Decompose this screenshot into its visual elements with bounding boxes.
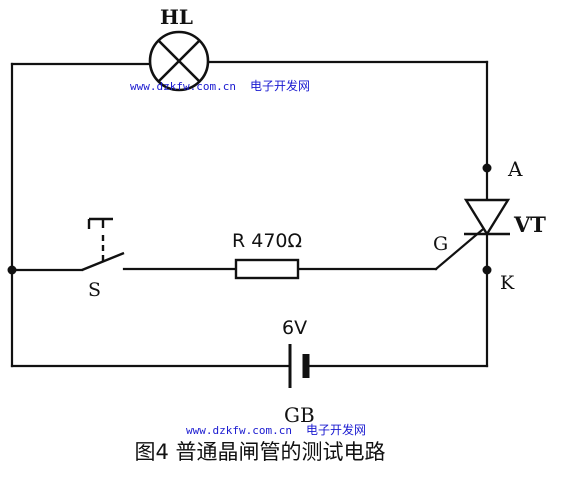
watermark-bottom-cn: 电子开发网: [306, 422, 366, 437]
gate-label: G: [433, 233, 448, 255]
thyristor-label: VT: [513, 212, 546, 237]
push-switch-icon: [81, 217, 125, 272]
gate-lead: [434, 228, 484, 271]
switch-label: S: [88, 279, 101, 301]
lamp-label: HL: [160, 5, 193, 29]
junction-anode: [482, 163, 492, 173]
battery-icon: [288, 344, 310, 388]
lamp-icon: [148, 30, 210, 92]
resistor-icon: [234, 258, 300, 280]
junction-cathode: [482, 265, 492, 275]
figure-caption: 图4 普通晶闸管的测试电路: [134, 440, 386, 464]
battery-voltage-label: 6V: [282, 317, 307, 339]
battery-label: GB: [284, 403, 315, 427]
watermark-bottom-url: www.dzkfw.com.cn: [186, 424, 292, 437]
watermark-top-url: www.dzkfw.com.cn: [130, 80, 236, 93]
junction-dots: [7, 163, 492, 275]
junction-left: [7, 265, 17, 275]
cathode-label: K: [500, 272, 515, 294]
anode-label: A: [507, 157, 523, 181]
wires: [10, 60, 489, 368]
thyristor-icon: [463, 198, 511, 237]
resistor-label: R 470Ω: [232, 230, 302, 252]
watermark-top-cn: 电子开发网: [250, 78, 310, 93]
